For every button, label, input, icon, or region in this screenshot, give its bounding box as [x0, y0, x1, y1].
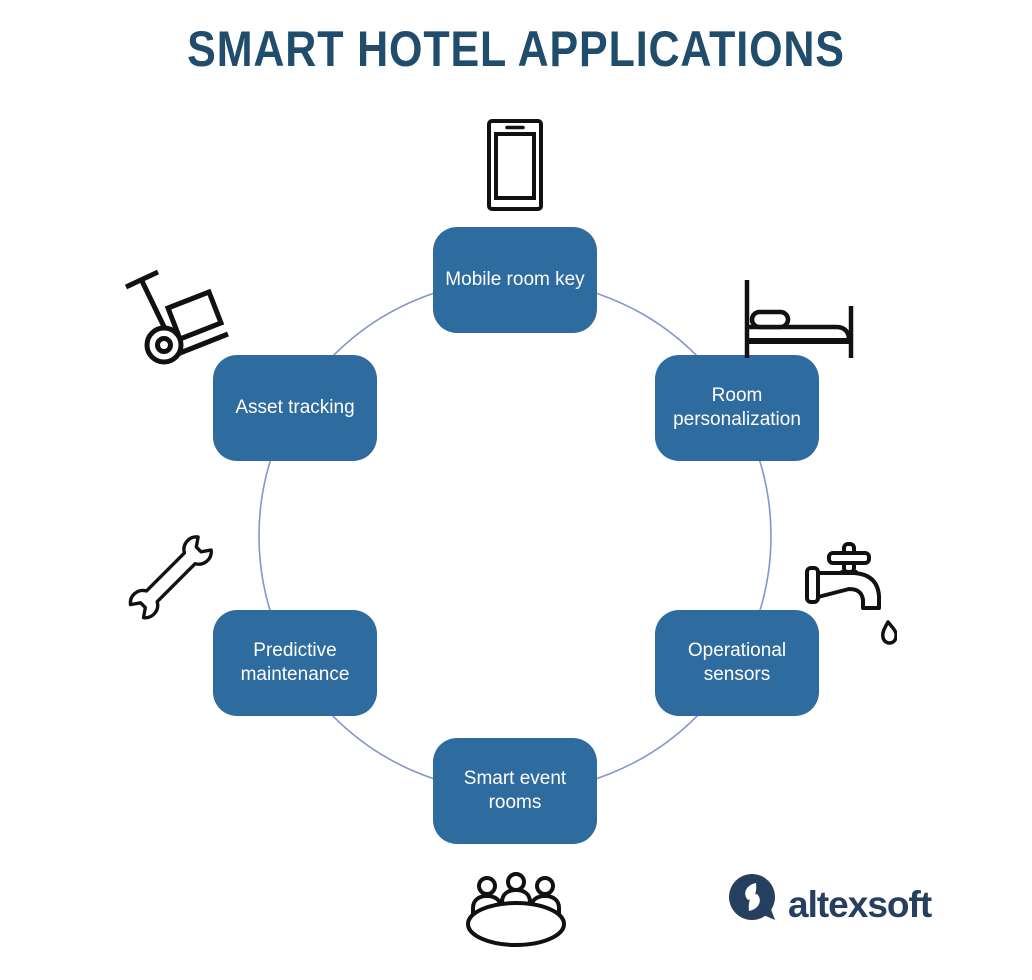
- brand-wordmark: altexsoft: [788, 884, 932, 925]
- wrench-icon: [128, 535, 213, 620]
- node-predictive-maintenance: Predictive maintenance: [213, 610, 377, 716]
- altexsoft-logo-icon: [729, 874, 775, 920]
- node-operational-sensors: Operational sensors: [655, 610, 819, 716]
- node-label: Mobile room key: [445, 269, 585, 291]
- node-label: Asset tracking: [235, 397, 355, 419]
- node-label: Operational sensors: [687, 640, 787, 685]
- faucet-icon: [805, 542, 897, 645]
- node-smart-event-rooms: Smart event rooms: [433, 738, 597, 844]
- node-label: Predictive maintenance: [240, 640, 350, 685]
- hand-truck-icon: [124, 269, 229, 365]
- page-title: SMART HOTEL APPLICATIONS: [187, 21, 845, 77]
- bed-icon: [744, 280, 854, 358]
- node-room-personalization: Room personalization: [655, 355, 819, 461]
- meeting-table-icon: [466, 872, 566, 947]
- node-mobile-room-key: Mobile room key: [433, 227, 597, 333]
- smartphone-icon: [487, 119, 543, 211]
- node-label: Smart event rooms: [463, 768, 567, 813]
- brand-logo: altexsoft: [727, 872, 932, 926]
- node-label: Room personalization: [673, 385, 801, 430]
- node-asset-tracking: Asset tracking: [213, 355, 377, 461]
